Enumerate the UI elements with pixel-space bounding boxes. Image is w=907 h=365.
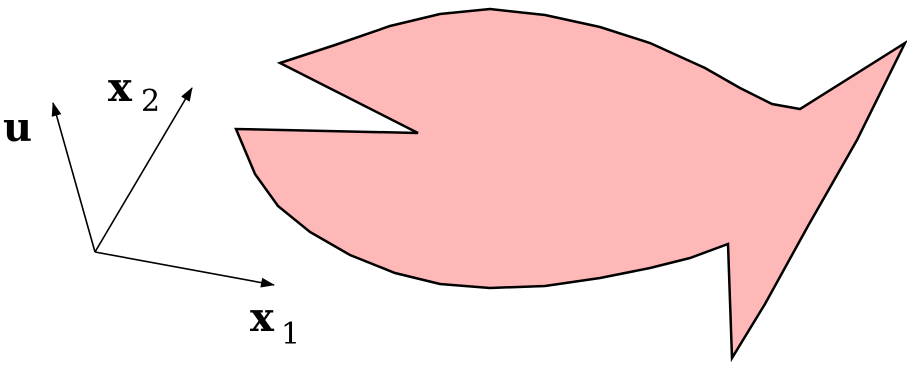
x2-label: x [108, 64, 133, 111]
x1-subscript: 1 [281, 317, 300, 352]
u-axis-arrow [53, 103, 95, 252]
fish-shape [236, 9, 905, 358]
x2-subscript: 2 [141, 84, 160, 119]
x1-axis-arrow [95, 252, 274, 285]
x1-label: x [250, 294, 275, 341]
axes [53, 88, 274, 285]
u-label: u [3, 104, 32, 151]
